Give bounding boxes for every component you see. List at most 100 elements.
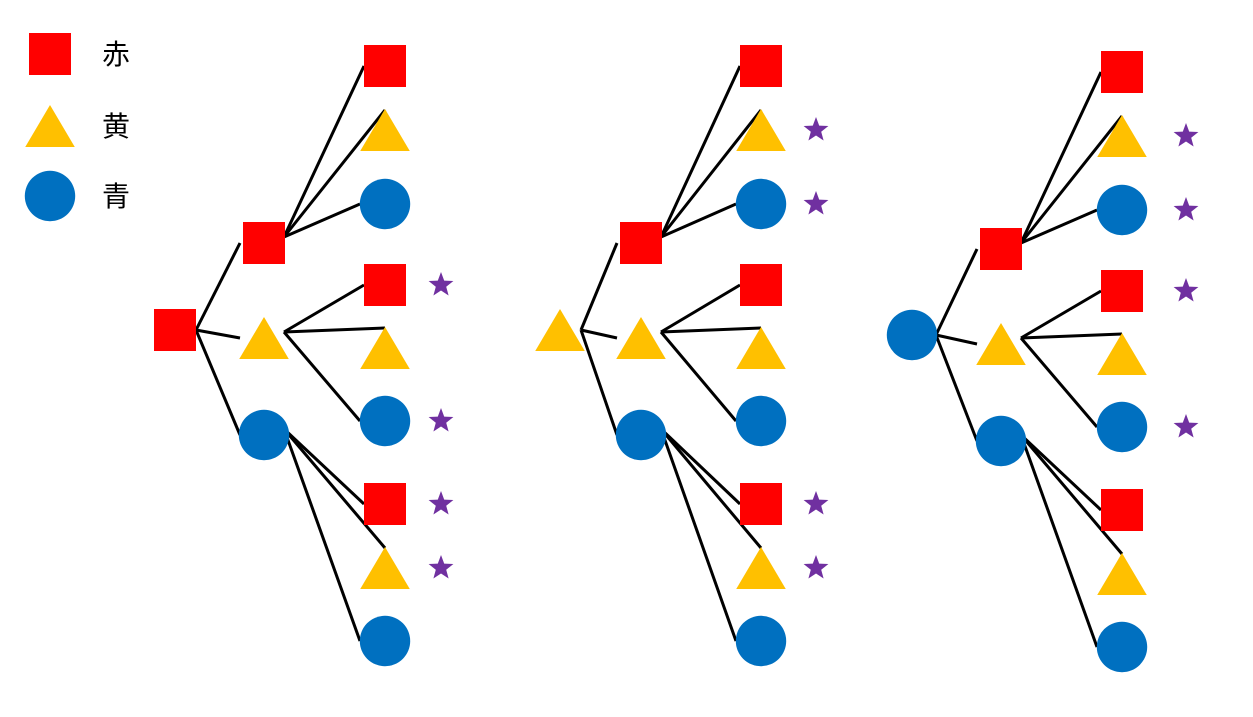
- edge-yellow-to-yellow: [283, 326, 386, 334]
- edge-yellow-to-blue: [1019, 337, 1099, 428]
- leaf-square-red: [364, 264, 406, 306]
- star-icon: [1173, 123, 1199, 147]
- edge-yellow-to-yellow: [1020, 332, 1123, 340]
- legend-item-yellow: 黄: [25, 105, 130, 147]
- tree-1: [154, 45, 454, 667]
- edge-red-to-blue: [283, 202, 361, 239]
- legend-circle-icon: [24, 170, 76, 222]
- branch-square-red: [243, 222, 285, 264]
- legend-square-icon: [29, 33, 71, 75]
- branch-triangle-yellow: [239, 317, 289, 359]
- leaf-circle-blue: [1096, 621, 1148, 673]
- star-icon: [1173, 197, 1199, 221]
- star-icon: [1173, 414, 1199, 438]
- leaf-square-red: [1101, 51, 1143, 93]
- edge-root-to-blue: [194, 329, 242, 436]
- tree-edges: [194, 65, 387, 642]
- leaf-circle-blue: [359, 615, 411, 667]
- branch-triangle-yellow: [616, 317, 666, 359]
- edge-red-to-blue: [660, 202, 737, 239]
- edge-yellow-to-red: [660, 283, 741, 334]
- edge-blue-to-yellow: [659, 428, 763, 549]
- leaf-square-red: [364, 483, 406, 525]
- edge-blue-to-blue: [1019, 434, 1099, 648]
- edge-red-to-yellow: [659, 109, 763, 238]
- edge-yellow-to-red: [1020, 289, 1102, 340]
- leaf-circle-blue: [735, 615, 787, 667]
- edge-red-to-red: [1019, 71, 1103, 244]
- star-icon: [428, 491, 454, 515]
- leaf-square-red: [740, 45, 782, 87]
- leaf-triangle-yellow: [736, 547, 786, 589]
- edge-blue-to-blue: [659, 428, 738, 642]
- branch-circle-blue: [238, 409, 290, 461]
- branch-square-red: [620, 222, 662, 264]
- edge-yellow-to-red: [283, 283, 365, 334]
- leaf-triangle-yellow: [736, 109, 786, 151]
- leaf-square-red: [740, 264, 782, 306]
- edge-red-to-yellow: [1019, 115, 1124, 244]
- edge-root-to-yellow: [195, 328, 241, 340]
- leaf-triangle-yellow: [1097, 115, 1147, 157]
- leaf-square-red: [1101, 489, 1143, 531]
- branch-circle-blue: [615, 409, 667, 461]
- edge-root-to-red: [934, 248, 979, 336]
- leaf-circle-blue: [735, 395, 787, 447]
- edge-red-to-blue: [1020, 208, 1098, 245]
- edge-root-to-yellow: [580, 328, 618, 340]
- tree-nodes: [154, 45, 454, 667]
- leaf-triangle-yellow: [1097, 553, 1147, 595]
- leaf-square-red: [364, 45, 406, 87]
- leaf-circle-blue: [359, 395, 411, 447]
- leaf-triangle-yellow: [360, 109, 410, 151]
- edge-blue-to-red: [282, 427, 366, 506]
- star-icon: [428, 408, 454, 432]
- legend: 赤黄青: [24, 33, 130, 222]
- branch-circle-blue: [975, 415, 1027, 467]
- edge-red-to-red: [659, 65, 742, 238]
- root-circle-blue: [886, 309, 938, 361]
- star-icon: [803, 117, 829, 141]
- branch-triangle-yellow: [976, 323, 1026, 365]
- star-icon: [1173, 278, 1199, 302]
- leaf-triangle-yellow: [360, 327, 410, 369]
- edge-root-to-red: [194, 242, 242, 331]
- edge-yellow-to-blue: [282, 331, 362, 422]
- branch-square-red: [980, 228, 1022, 270]
- star-icon: [428, 272, 454, 296]
- leaf-triangle-yellow: [1097, 333, 1147, 375]
- edge-root-to-yellow: [935, 333, 978, 346]
- legend-label: 赤: [102, 38, 130, 71]
- edge-blue-to-yellow: [1019, 434, 1124, 555]
- tree-nodes: [535, 45, 829, 667]
- leaf-square-red: [1101, 270, 1143, 312]
- edge-red-to-yellow: [282, 109, 387, 238]
- edge-blue-to-blue: [282, 428, 362, 642]
- star-icon: [803, 555, 829, 579]
- edge-red-to-red: [282, 65, 366, 238]
- leaf-triangle-yellow: [360, 547, 410, 589]
- root-square-red: [154, 309, 196, 351]
- leaf-circle-blue: [735, 178, 787, 230]
- leaf-circle-blue: [359, 178, 411, 230]
- tree-nodes: [886, 51, 1199, 673]
- tree-edges: [934, 71, 1124, 648]
- edge-root-to-blue: [934, 334, 979, 442]
- edge-blue-to-red: [659, 427, 742, 506]
- tree-edges: [579, 65, 763, 642]
- edge-yellow-to-blue: [659, 331, 738, 422]
- leaf-square-red: [740, 483, 782, 525]
- star-icon: [428, 555, 454, 579]
- star-icon: [803, 191, 829, 215]
- legend-item-blue: 青: [24, 170, 130, 222]
- legend-triangle-icon: [25, 105, 75, 147]
- edge-yellow-to-yellow: [660, 326, 762, 334]
- leaf-circle-blue: [1096, 401, 1148, 453]
- edge-blue-to-red: [1019, 433, 1103, 512]
- trees: [154, 45, 1199, 673]
- legend-label: 青: [102, 180, 130, 213]
- edge-root-to-blue: [579, 329, 619, 436]
- leaf-circle-blue: [1096, 184, 1148, 236]
- star-icon: [803, 491, 829, 515]
